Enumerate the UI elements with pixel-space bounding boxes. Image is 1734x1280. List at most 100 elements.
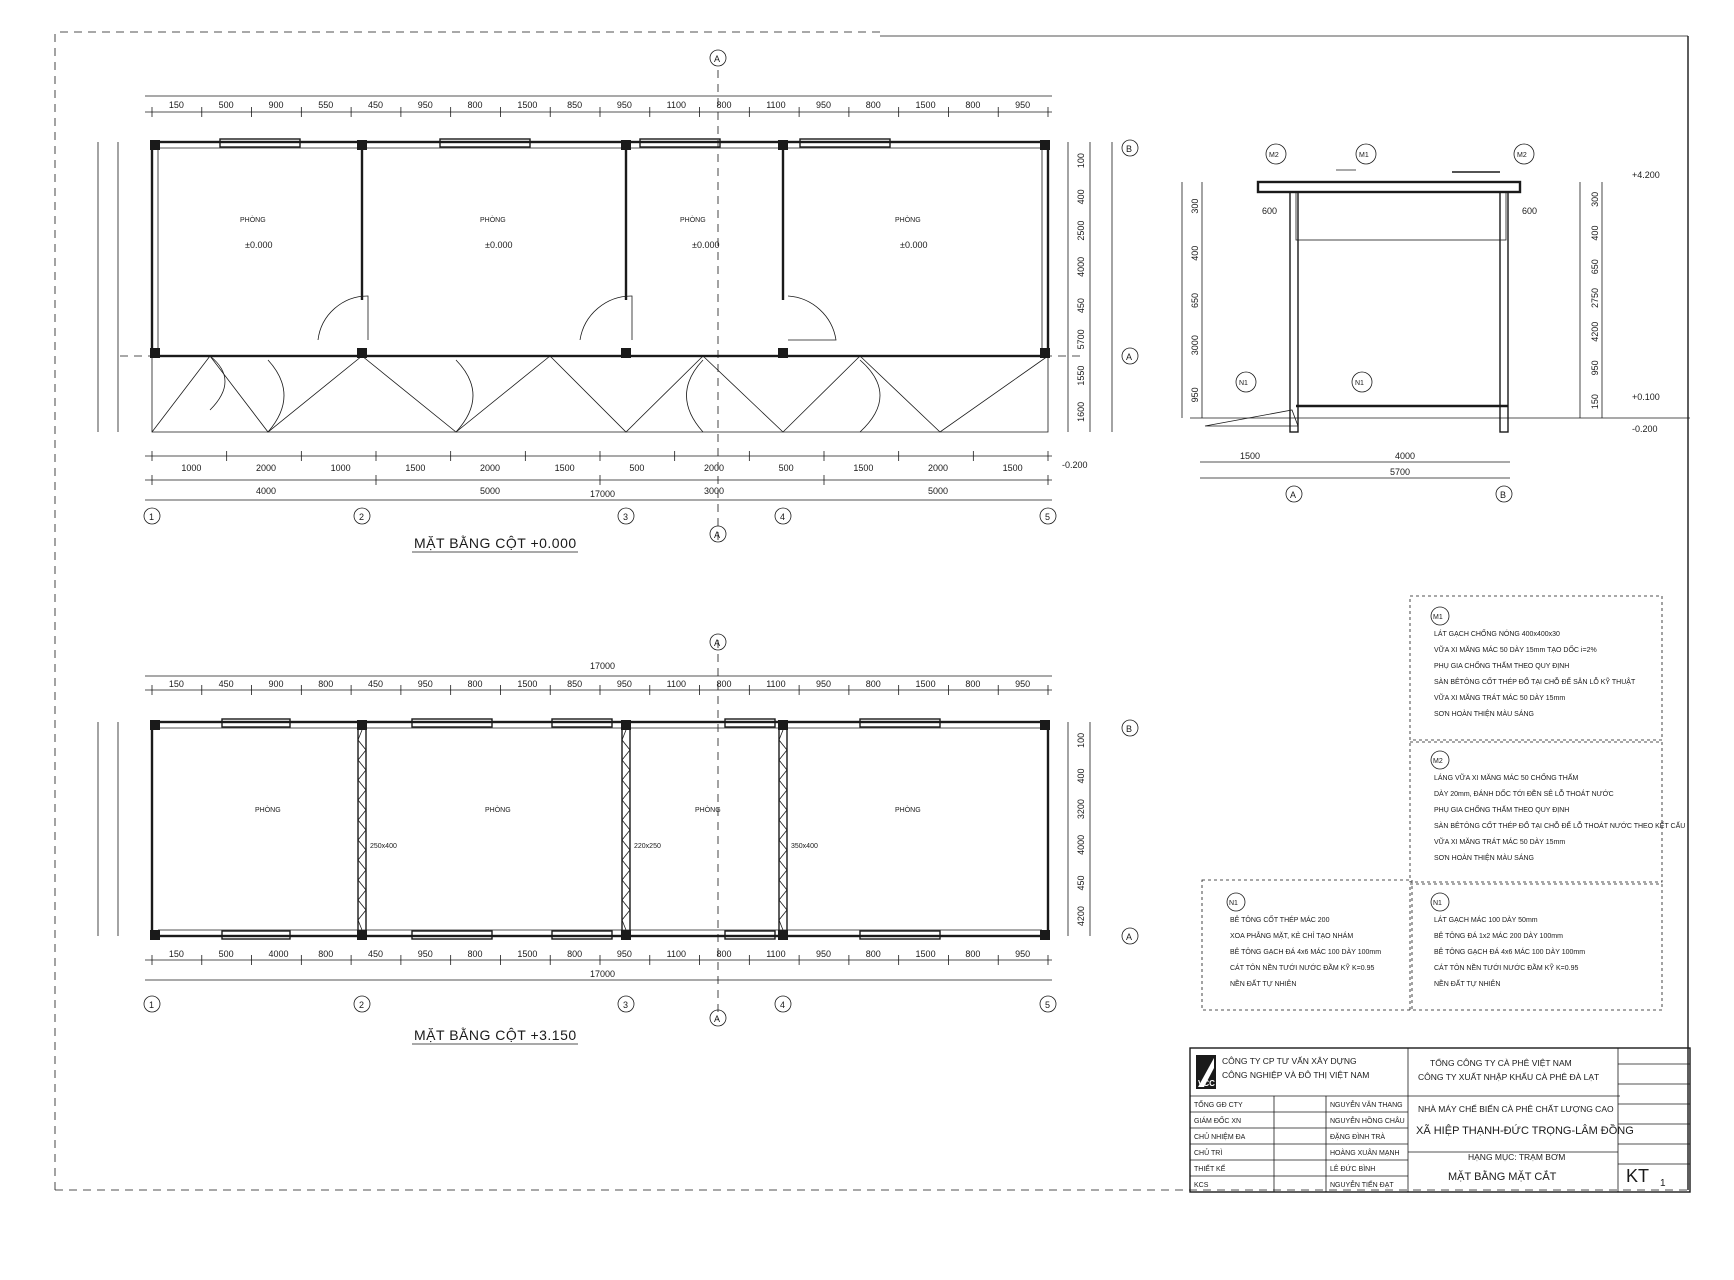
- dimension-label: 800: [468, 949, 483, 959]
- dimension-label: 5000: [480, 486, 500, 496]
- note-line: BÊ TÔNG GẠCH ĐÁ 4x6 MÁC 100 DÀY 100mm: [1434, 947, 1585, 956]
- sec-dim-1: 1500: [1240, 451, 1260, 461]
- note-tag-circle: [1430, 892, 1450, 912]
- svg-text:PHÒNG: PHÒNG: [895, 805, 921, 814]
- dimension-label: 850: [567, 100, 582, 110]
- dimension-label: 1100: [766, 100, 785, 110]
- axis-bubble: [774, 995, 792, 1013]
- dimension-label: 2750: [1590, 288, 1600, 308]
- svg-text:A: A: [714, 54, 720, 64]
- dimension-label: 450: [219, 679, 234, 689]
- dimension-label: 950: [418, 100, 433, 110]
- axis-label: 3: [623, 512, 628, 522]
- dimension-label: 150: [169, 100, 184, 110]
- plan2-total-top: 17000: [590, 661, 615, 671]
- dimension-label: 800: [866, 679, 881, 689]
- axis-bubble: [617, 995, 635, 1013]
- dimension-label: 950: [1190, 387, 1200, 402]
- sec-dim-3: 5700: [1390, 467, 1410, 477]
- note-line: PHỤ GIA CHỐNG THẤM THEO QUY ĐỊNH: [1434, 660, 1569, 670]
- logo-text: VCC: [1198, 1079, 1215, 1088]
- dimension-label: 300: [1190, 199, 1200, 214]
- note-line: LÁNG VỮA XI MĂNG MÁC 50 CHỐNG THẤM: [1434, 772, 1578, 782]
- dimension-label: 4000: [1076, 835, 1086, 855]
- dimension-label: 4200: [1590, 322, 1600, 342]
- small-dim-left: 600: [1262, 206, 1277, 216]
- dimension-label: 800: [318, 949, 333, 959]
- dimension-label: 1500: [517, 679, 537, 689]
- level-floor: +0.100: [1632, 392, 1660, 402]
- tb-role: CHỦ TRÌ: [1194, 1148, 1222, 1157]
- note-tag: N1: [1229, 900, 1238, 907]
- note-line: CÁT TÔN NỀN TƯỚI NƯỚC ĐẦM KỸ K=0.95: [1230, 962, 1374, 972]
- axis-label: 1: [149, 1000, 154, 1010]
- dimension-label: 150: [169, 679, 184, 689]
- dimension-label: 800: [866, 100, 881, 110]
- dimension-label: 950: [617, 679, 632, 689]
- dimension-label: 500: [629, 463, 644, 473]
- dimension-label: 500: [779, 463, 794, 473]
- plan1-total: 17000: [590, 489, 615, 499]
- plan1-title: MẶT BẰNG CỘT +0.000: [414, 534, 577, 551]
- axis-label: 5: [1045, 512, 1050, 522]
- dimension-label: 1100: [766, 679, 785, 689]
- dimension-label: 3000: [704, 486, 724, 496]
- tb-name: NGUYỄN HỒNG CHÂU: [1330, 1115, 1405, 1125]
- company-line1: CÔNG TY CP TƯ VẤN XÂY DỰNG: [1222, 1056, 1357, 1066]
- dimension-label: 950: [418, 949, 433, 959]
- dimension-label: 450: [1076, 298, 1086, 313]
- dimension-label: 950: [1015, 679, 1030, 689]
- company-logo: VCC: [1196, 1055, 1216, 1089]
- callout-label: M2: [1269, 152, 1279, 159]
- room-level-4: ±0.000: [900, 240, 927, 250]
- dimension-label: 650: [1590, 259, 1600, 274]
- dimension-label: 4000: [1076, 257, 1086, 277]
- note-line: DÀY 20mm, ĐÁNH DỐC TỚI ĐỀN SÊ LỖ THOÁT N…: [1434, 788, 1614, 798]
- tb-name: NGUYỄN TIẾN ĐẠT: [1330, 1179, 1394, 1189]
- dimension-label: 450: [368, 100, 383, 110]
- dimension-label: 400: [1076, 768, 1086, 783]
- axis-label: 4: [780, 1000, 785, 1010]
- dimension-label: 400: [1076, 189, 1086, 204]
- dimension-label: 500: [219, 949, 234, 959]
- dimension-label: 1100: [766, 949, 785, 959]
- room-level-3: ±0.000: [692, 240, 719, 250]
- p2-row-label-B: B: [1126, 724, 1132, 734]
- note-line: NỀN ĐẤT TỰ NHIÊN: [1434, 978, 1500, 988]
- dimension-label: 4200: [1076, 906, 1086, 926]
- callout-label: N1: [1355, 380, 1364, 387]
- dimension-label: 300: [1590, 192, 1600, 207]
- dimension-label: 950: [816, 949, 831, 959]
- row-label-B: B: [1126, 144, 1132, 154]
- project-line1: NHÀ MÁY CHẾ BIẾN CÀ PHÊ CHẤT LƯỢNG CAO: [1418, 1104, 1614, 1114]
- axis-bubble: [1039, 995, 1057, 1013]
- dimension-label: 800: [965, 949, 980, 959]
- callout-bubble: [1265, 143, 1287, 165]
- dimension-label: 2000: [704, 463, 724, 473]
- tb-name: ĐẶNG ĐÌNH TRÀ: [1330, 1132, 1385, 1141]
- note-line: NỀN ĐẤT TỰ NHIÊN: [1230, 978, 1296, 988]
- svg-text:PHÒNG: PHÒNG: [480, 215, 506, 224]
- tb-name: NGUYỄN VĂN THANG: [1330, 1100, 1403, 1109]
- dimension-label: 1100: [667, 949, 686, 959]
- dimension-label: 1550: [1076, 366, 1086, 386]
- dimension-label: 900: [268, 100, 283, 110]
- tb-role: THIẾT KẾ: [1194, 1163, 1226, 1173]
- plan2-total: 17000: [590, 969, 615, 979]
- dimension-label: 800: [965, 679, 980, 689]
- axis-bubble: [1039, 507, 1057, 525]
- dimension-label: 400: [1190, 246, 1200, 261]
- dimension-label: 3000: [1190, 335, 1200, 355]
- dimension-label: 1000: [331, 463, 351, 473]
- callout-bubble: [1351, 371, 1373, 393]
- note-tag: N1: [1433, 900, 1442, 907]
- level-ground: -0.200: [1632, 424, 1658, 434]
- dimension-label: 1500: [517, 100, 537, 110]
- callout-label: M2: [1517, 152, 1527, 159]
- dimension-label: 800: [468, 100, 483, 110]
- tb-role: TỔNG GĐ CTY: [1194, 1100, 1243, 1109]
